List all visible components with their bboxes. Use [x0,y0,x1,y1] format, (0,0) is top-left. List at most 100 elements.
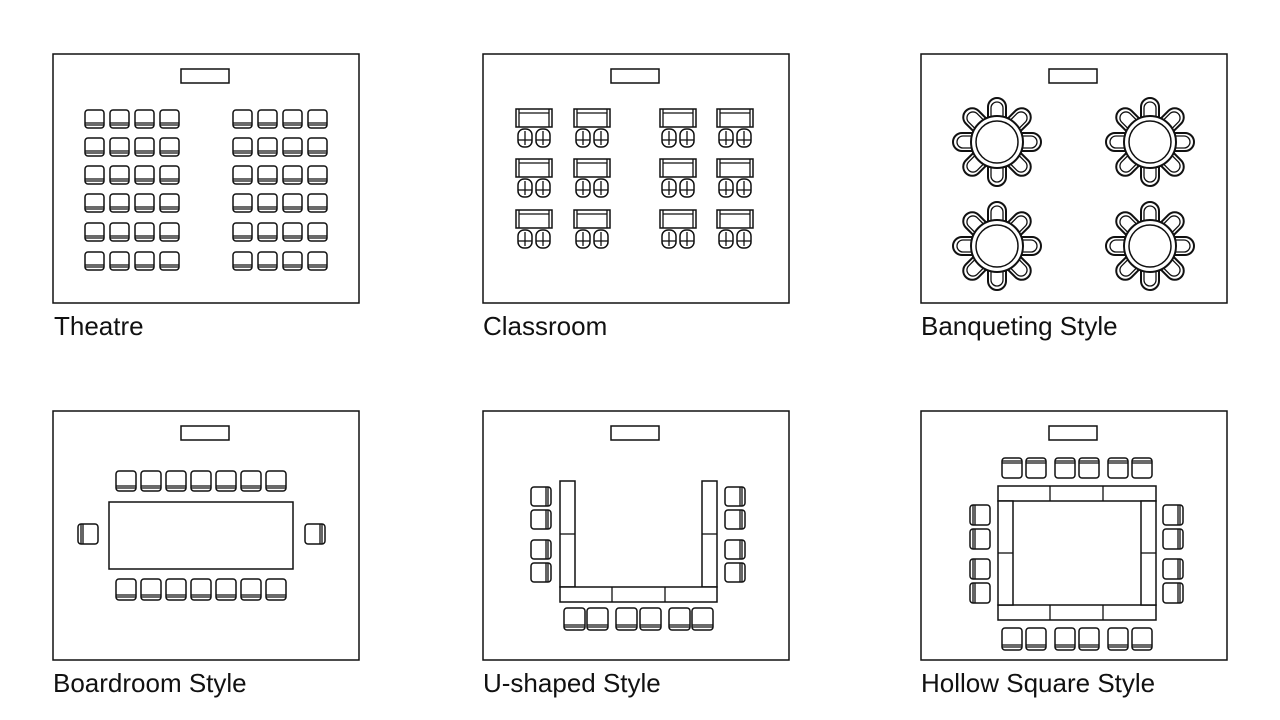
chair-icon [159,193,180,213]
chair-icon [1107,457,1129,479]
chair-icon [109,193,130,213]
chair-icon [282,165,303,185]
chair-icon [563,607,586,631]
round-table-icon [952,201,1042,291]
chair-inner [1010,259,1028,277]
chair-inner [990,168,1004,183]
chair-inner [956,239,971,253]
table-top [1128,224,1172,268]
chair-icon [969,528,991,550]
desk [716,108,754,128]
chair-icon [718,128,734,148]
chair-icon [1159,107,1185,133]
chair-icon [736,178,752,198]
chair-inner [1023,135,1038,149]
chair-icon [1115,107,1141,133]
panel-boardroom [52,410,360,661]
chair-icon [165,578,187,601]
chair-icon [952,132,974,152]
desk [515,209,553,229]
table-top-row [997,485,1157,502]
chair-icon [575,229,591,249]
chair-icon [84,109,105,129]
chair-inner [1163,111,1181,129]
chair-icon [190,470,212,492]
chair-icon [987,201,1007,223]
chair-outline [987,269,1007,291]
desk-icon [515,209,553,229]
chair-icon [257,165,278,185]
chair-inner [1109,239,1124,253]
chair-icon [1006,255,1032,281]
chair-icon [1001,627,1023,651]
chair-icon [307,222,328,242]
panel-u-shaped [482,410,790,661]
desk-icon [659,209,697,229]
desk [659,158,697,178]
chair-icon [962,255,988,281]
chair-icon [159,109,180,129]
chair-inner [990,101,1004,116]
chair-icon [1006,211,1032,237]
chair-icon [724,562,746,583]
chair-icon [1006,107,1032,133]
round-table-icon [1105,201,1195,291]
chair-outline [1020,236,1042,256]
chair-icon [109,251,130,271]
chair-icon [232,165,253,185]
chair-icon [1140,165,1160,187]
label-hollow-square: Hollow Square Style [921,668,1156,698]
chair-icon [232,193,253,213]
chair-icon [736,128,752,148]
chair-icon [282,109,303,129]
chair-inner [1143,101,1157,116]
chair-icon [1025,457,1047,479]
desk-icon [716,158,754,178]
chair-icon [575,128,591,148]
chair-icon [134,165,155,185]
chair-icon [661,128,677,148]
chair-icon [1162,582,1184,604]
chair-icon [517,128,533,148]
chair-icon [1140,97,1160,119]
chair-inner [1176,239,1191,253]
chair-icon [159,251,180,271]
chair-icon [736,229,752,249]
label-banqueting: Banqueting Style [921,311,1118,341]
chair-icon [724,539,746,560]
chair-icon [987,269,1007,291]
chair-icon [679,178,695,198]
chair-icon [257,109,278,129]
chair-icon [530,562,552,583]
desk [716,158,754,178]
chair-icon [575,178,591,198]
chair-inner [1143,168,1157,183]
chair-icon [1159,151,1185,177]
chair-outline [952,132,974,152]
chair-icon [1115,255,1141,281]
chair-icon [535,128,551,148]
chair-icon [679,128,695,148]
chair-icon [282,193,303,213]
chair-icon [159,222,180,242]
chair-icon [257,251,278,271]
chair-icon [1115,151,1141,177]
chair-outline [1105,236,1127,256]
chair-inner [966,215,984,233]
panel-hollow-square [920,410,1228,661]
podium [610,425,660,441]
desk-icon [573,158,611,178]
chair-inner [966,259,984,277]
podium [180,425,230,441]
chair-icon [593,229,609,249]
desk [573,158,611,178]
chair-icon [109,109,130,129]
chair-icon [724,509,746,530]
desk-icon [573,108,611,128]
podium [1048,425,1098,441]
chair-icon [1173,132,1195,152]
room-outline [482,53,790,304]
chair-inner [1119,215,1137,233]
chair-icon [962,107,988,133]
chair-icon [134,222,155,242]
